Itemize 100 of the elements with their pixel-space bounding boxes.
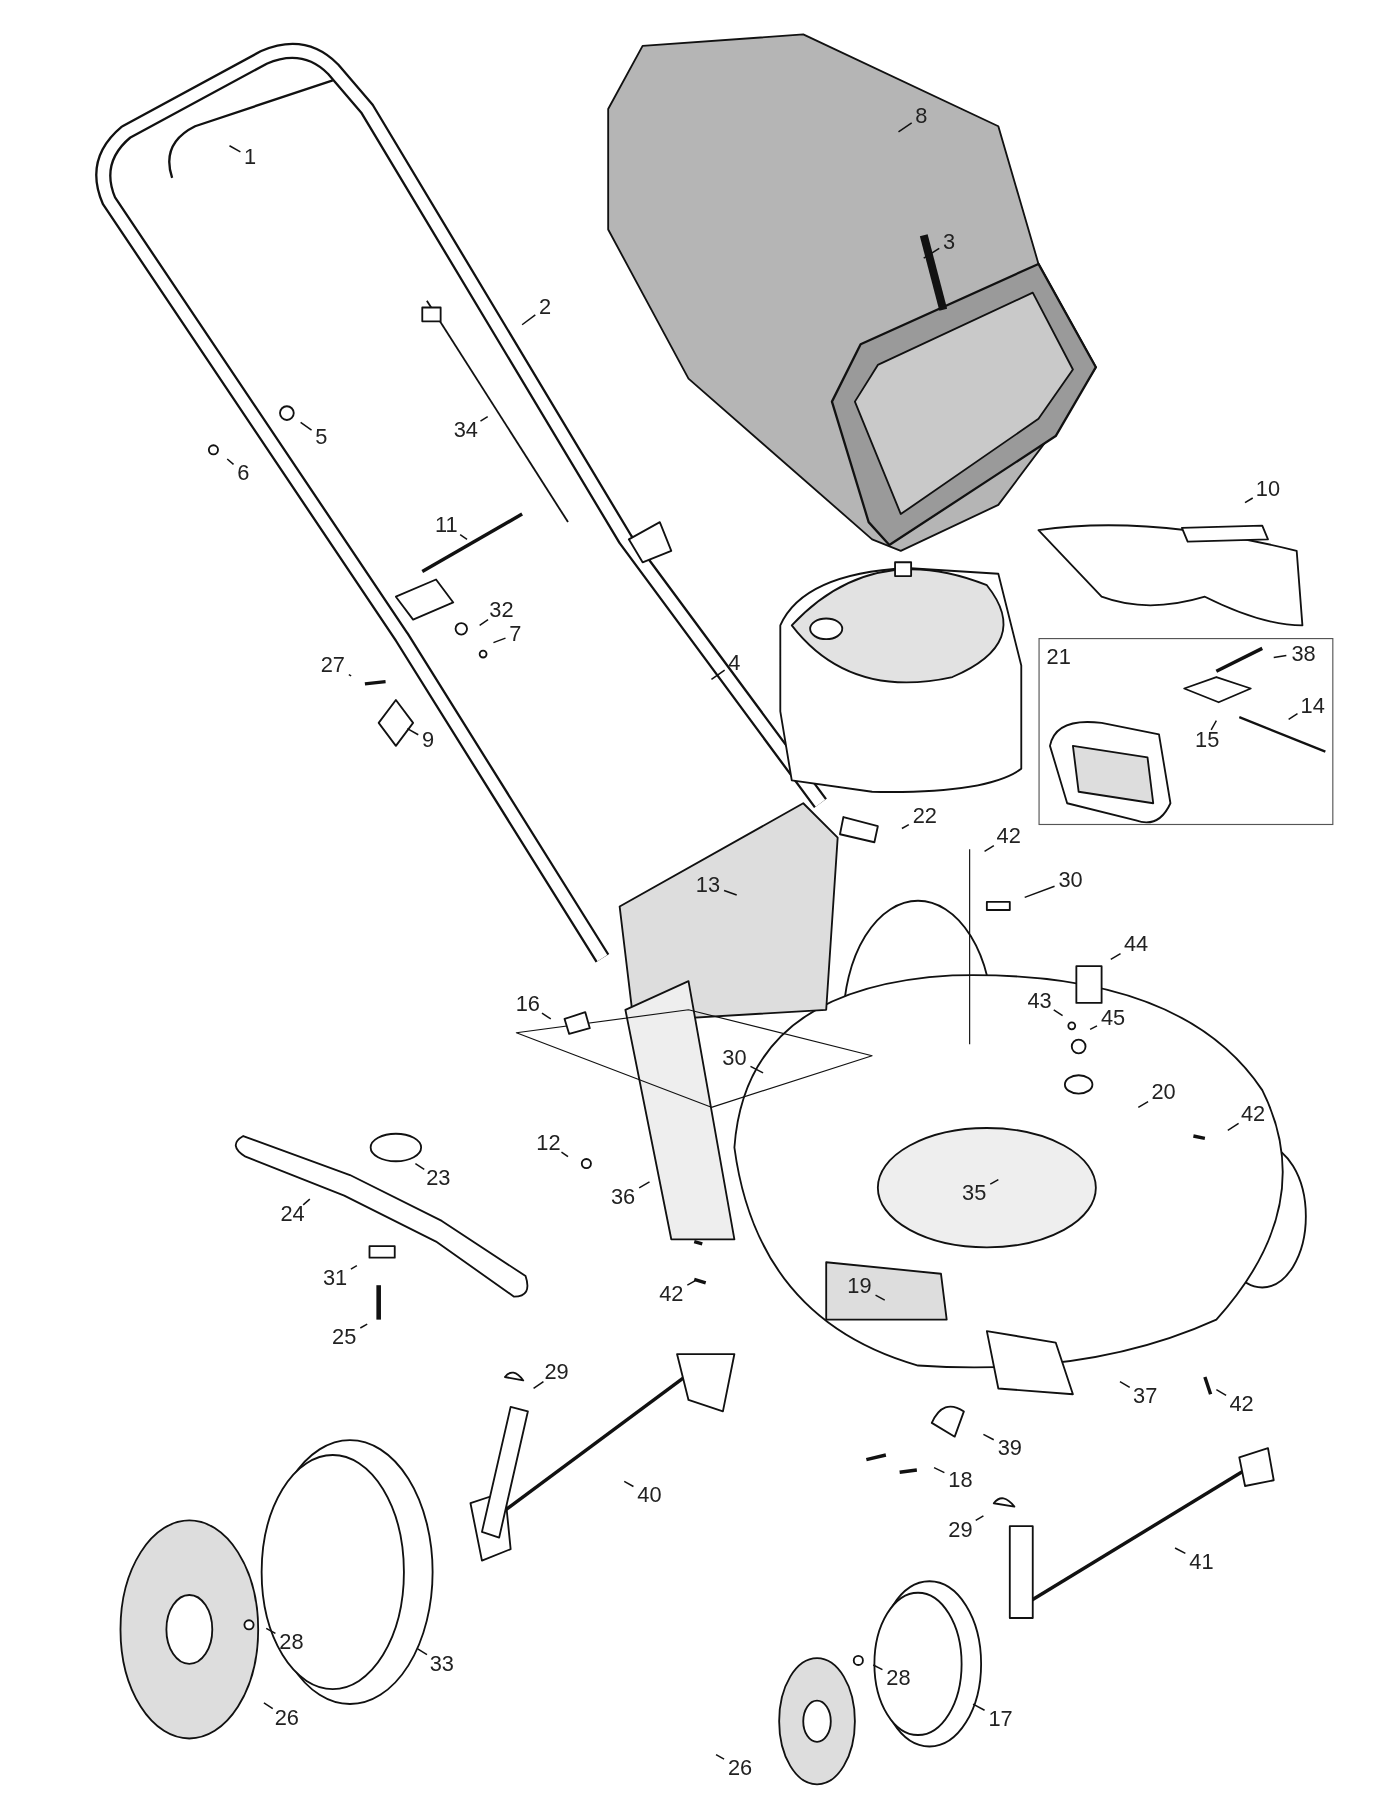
leader-line: [715, 1753, 725, 1760]
callout-number: 43: [1024, 988, 1055, 1014]
leader-line: [901, 823, 910, 830]
callout-number: 42: [656, 1281, 687, 1307]
leader-line: [1137, 1100, 1149, 1109]
leader-line: [299, 421, 313, 431]
leader-line: [521, 314, 537, 326]
leader-line: [359, 1323, 368, 1329]
leader-line: [1110, 952, 1122, 961]
callout-number: 34: [450, 417, 481, 443]
callout-number: 29: [541, 1359, 572, 1386]
leader-line: [532, 1380, 545, 1390]
leader-line: [560, 1151, 569, 1158]
callout-number: 5: [312, 424, 330, 450]
leader-line: [1215, 1388, 1227, 1397]
leader-line: [982, 1433, 995, 1441]
callout-number: 20: [1148, 1079, 1179, 1106]
callout-number: 39: [994, 1435, 1025, 1461]
leader-line: [686, 1279, 697, 1286]
leader-line: [406, 727, 419, 736]
callout-number: 26: [271, 1705, 302, 1731]
callout-number: 40: [634, 1482, 665, 1508]
leader-line: [228, 145, 242, 153]
leader-line: [478, 618, 489, 627]
callout-number: 42: [993, 823, 1024, 850]
callout-number: 30: [719, 1045, 750, 1071]
leader-line: [638, 1181, 651, 1189]
callout-number: 32: [486, 597, 517, 624]
leader-line: [933, 1466, 946, 1474]
callout-number: 18: [945, 1467, 976, 1493]
leader-line: [874, 1294, 886, 1301]
callout-number: 10: [1253, 476, 1283, 502]
callout-number: 9: [419, 727, 437, 753]
callout-number: 22: [909, 803, 940, 829]
callout-number: 31: [320, 1265, 350, 1291]
callout-number: 21: [1046, 644, 1071, 671]
callout-number: 28: [883, 1665, 914, 1691]
callout-number: 14: [1297, 693, 1328, 719]
callout-number: 42: [1238, 1101, 1268, 1127]
leader-line: [983, 844, 995, 853]
callout-number: 26: [725, 1755, 756, 1781]
leader-line: [1089, 1025, 1098, 1031]
leader-line: [348, 673, 352, 677]
leader-line: [414, 1162, 425, 1171]
callout-number: 44: [1121, 931, 1151, 957]
callout-number: 13: [693, 872, 723, 898]
leader-line: [492, 637, 507, 644]
leader-line: [723, 889, 738, 896]
callout-number: 2: [536, 294, 554, 321]
callout-number: 24: [277, 1201, 308, 1227]
leader-line: [872, 1664, 884, 1671]
callout-number: 42: [1226, 1391, 1257, 1418]
callout-number: 3: [940, 229, 958, 255]
callout-number: 38: [1288, 641, 1319, 667]
callout-number: 37: [1130, 1383, 1161, 1410]
callout-number: 17: [985, 1706, 1016, 1732]
callout-number: 8: [912, 103, 931, 129]
callout-number: 30: [1055, 867, 1086, 893]
leader-line: [749, 1065, 764, 1074]
callout-number: 41: [1186, 1549, 1217, 1575]
callout-number: 19: [844, 1273, 875, 1299]
leader-line: [350, 1264, 358, 1270]
leader-line: [1227, 1122, 1240, 1132]
callout-number: 11: [431, 512, 462, 539]
leader-line: [974, 1515, 985, 1522]
callout-number: 33: [426, 1651, 457, 1677]
leader-line: [226, 458, 235, 466]
callout-number: 28: [276, 1629, 307, 1655]
leader-line: [972, 1703, 986, 1711]
callout-number: 1: [241, 144, 259, 170]
leader-line: [1053, 1009, 1064, 1017]
leader-line: [923, 247, 940, 259]
leader-line: [1273, 654, 1288, 659]
callout-number: 27: [317, 652, 348, 679]
callout-number: 36: [608, 1184, 638, 1210]
leader-line: [265, 1627, 277, 1635]
leader-line: [459, 534, 468, 541]
callout-number: 25: [329, 1324, 360, 1350]
leader-line: [302, 1198, 311, 1206]
leader-line: [479, 415, 489, 422]
callout-number: 23: [423, 1165, 454, 1192]
leader-line: [416, 1648, 428, 1656]
leader-line: [1174, 1547, 1187, 1555]
leader-line: [1210, 719, 1218, 731]
leader-line: [541, 1012, 552, 1020]
callout-number: 12: [533, 1130, 564, 1156]
leader-line: [263, 1702, 274, 1710]
callout-number: 15: [1192, 727, 1223, 753]
leader-line: [1244, 497, 1254, 504]
callout-number: 4: [725, 650, 743, 676]
callout-number: 29: [945, 1517, 976, 1543]
leader-line: [989, 1178, 1000, 1185]
leader-line: [710, 669, 726, 681]
callout-number: 6: [234, 460, 252, 486]
callout-number: 45: [1098, 1005, 1128, 1031]
callout-number: 7: [506, 621, 524, 648]
leader-line: [1119, 1380, 1131, 1389]
leader-line: [623, 1480, 635, 1488]
callout-number: 35: [959, 1180, 990, 1206]
leader-line: [897, 122, 913, 133]
